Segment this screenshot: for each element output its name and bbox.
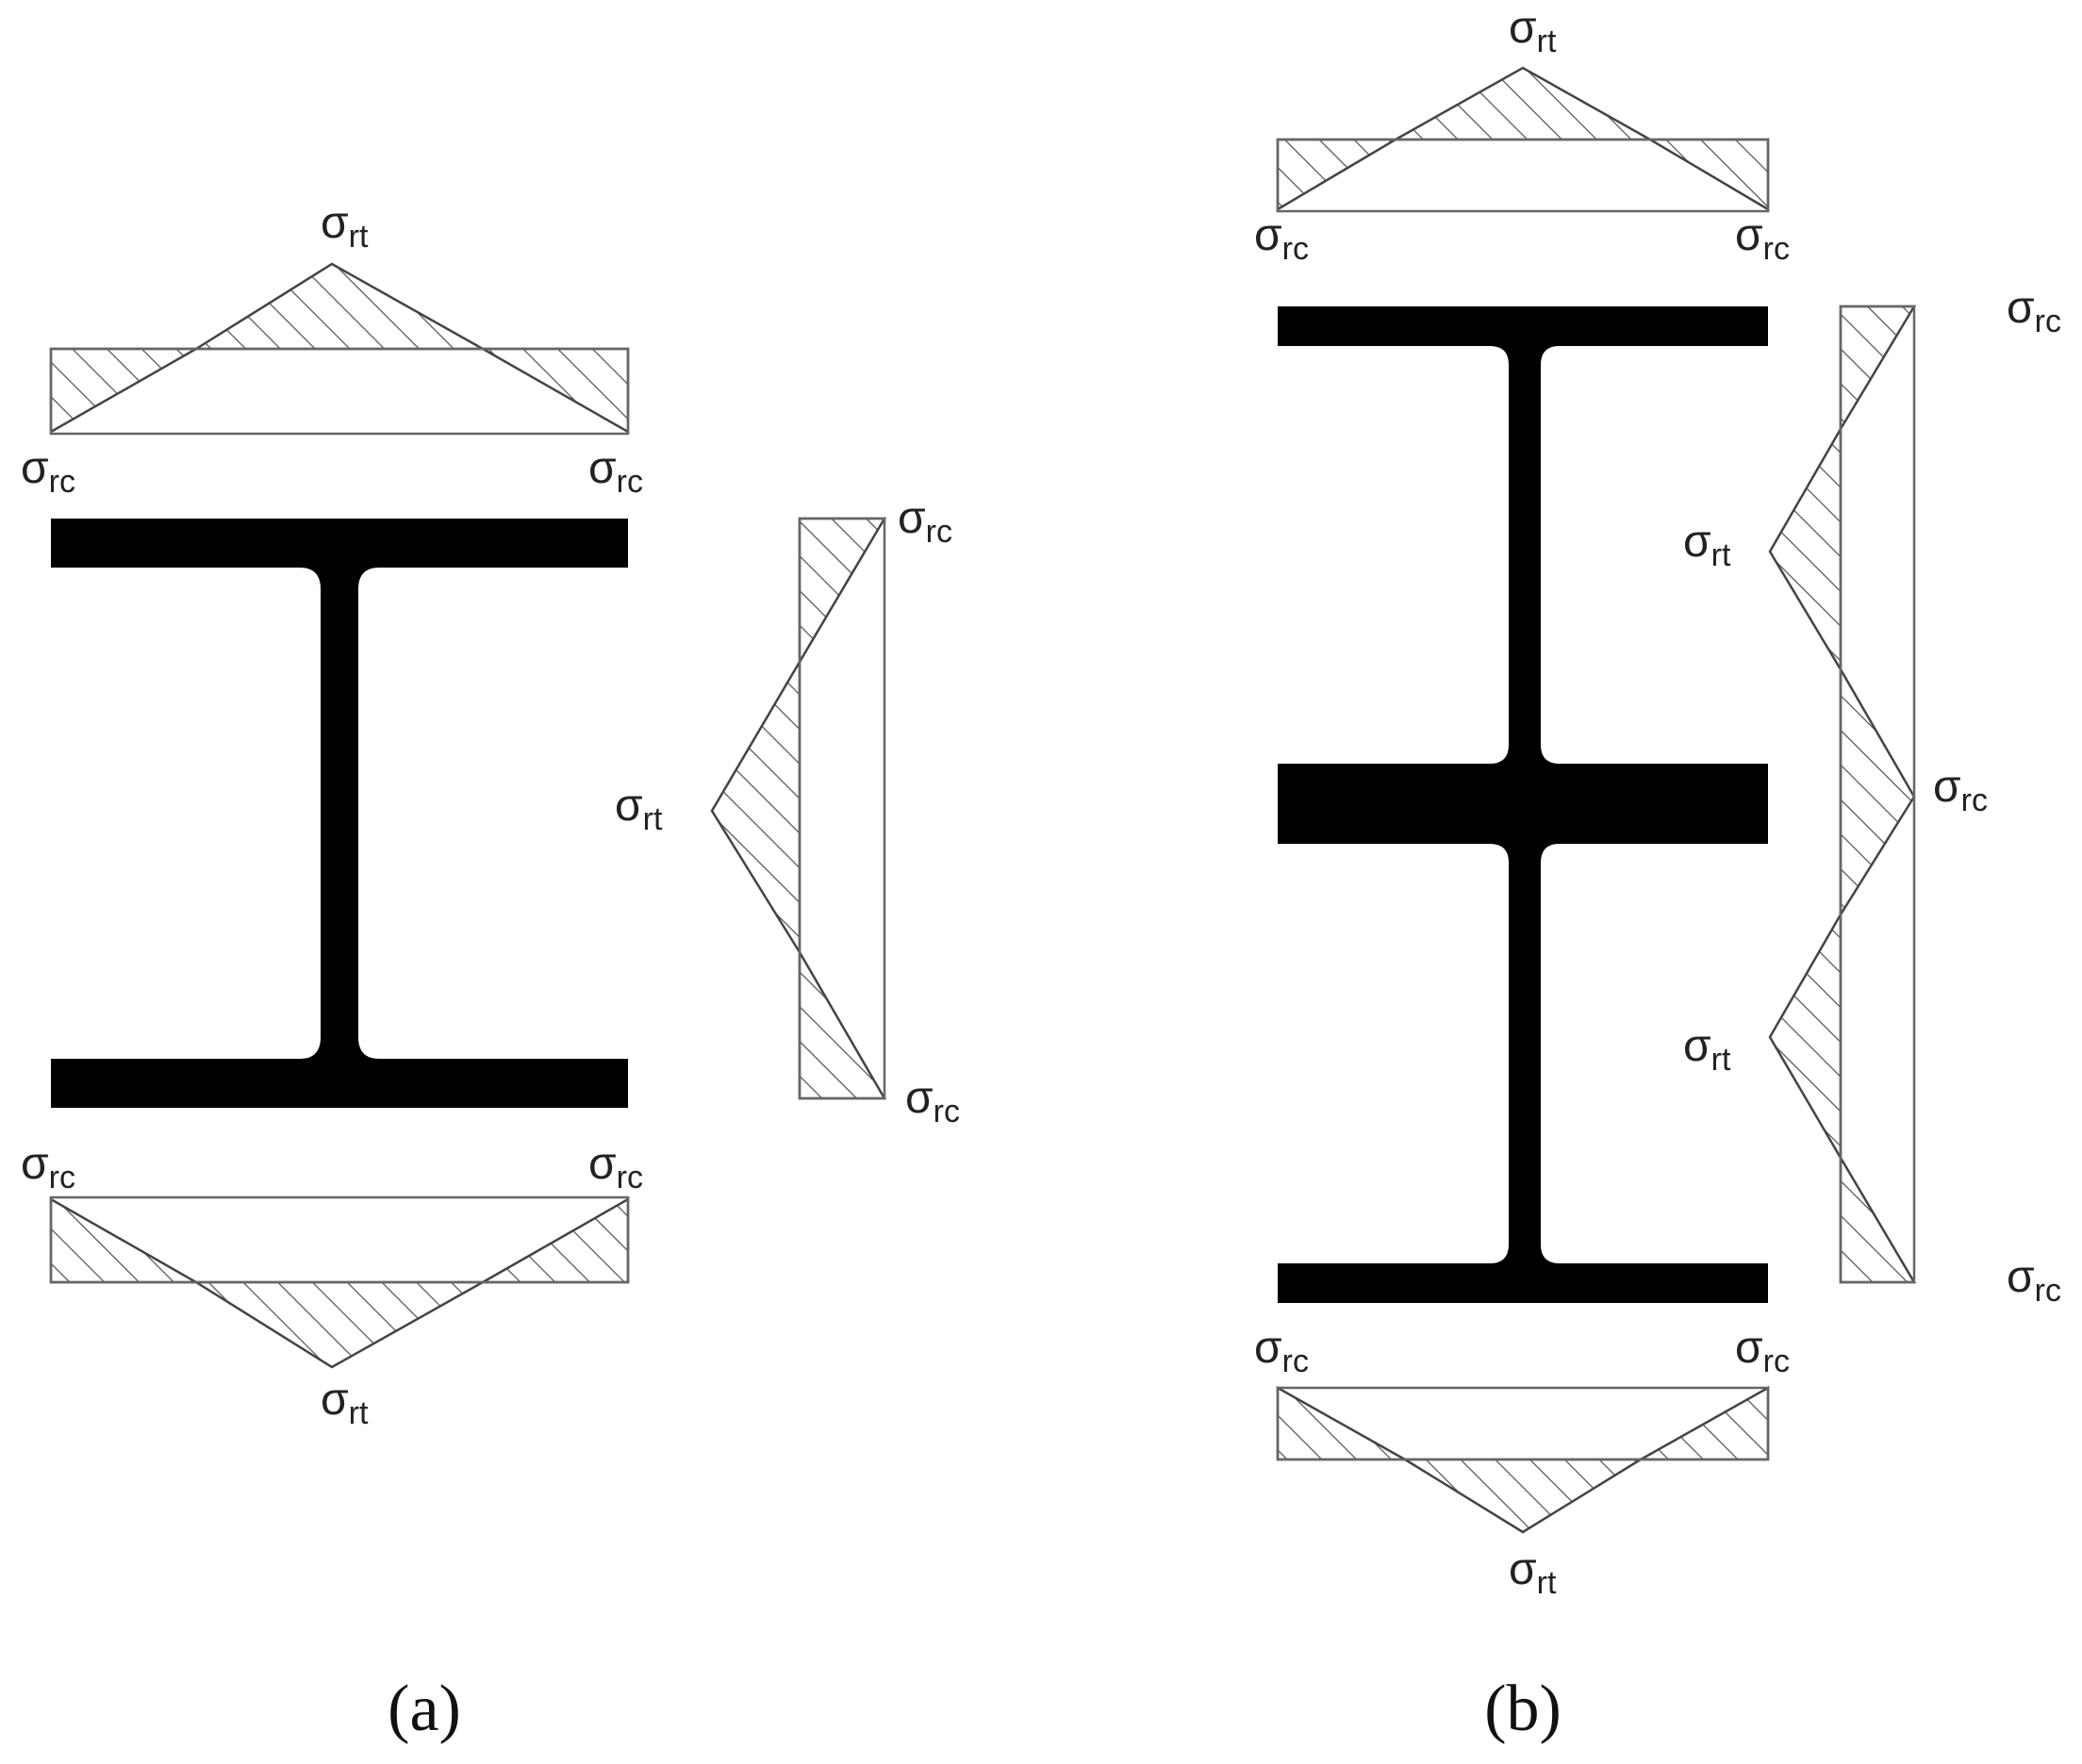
stress-diagram-top-flange-a	[49, 262, 630, 436]
baseline-top-a	[49, 347, 630, 436]
label-sigma-rc-web-3-b: σrc	[1933, 762, 1988, 818]
stress-area-top-b-left	[1276, 138, 1400, 212]
panel-a: σrt σrc σrc σrc σrt σrc σrc σrc σrt (a)	[21, 198, 960, 1745]
stress-diagram-web-b	[1768, 305, 1917, 1284]
stress-area-bottom-a-right	[478, 1196, 630, 1284]
stress-area-top-b-right	[1645, 138, 1770, 212]
i-section-a	[51, 519, 628, 1108]
panel-b: σrt σrc σrc σrc σrt σrc σrt σrc σrc σrc …	[1254, 3, 2061, 1745]
label-sigma-rt-top-b: σrt	[1509, 3, 1557, 59]
label-sigma-rc-web-bottom-a: σrc	[905, 1073, 960, 1129]
web-a	[321, 566, 358, 1061]
stress-area-top-a-right	[478, 347, 630, 435]
bottom-flange-a	[51, 1059, 628, 1108]
top-fillets-a	[300, 568, 379, 589]
label-sigma-rc-web-1-b: σrc	[2007, 283, 2061, 339]
stress-area-web-a-mid	[710, 657, 801, 957]
stress-area-bottom-b-mid	[1400, 1458, 1645, 1534]
stress-area-web-b-2	[1768, 424, 1842, 674]
stress-area-bottom-b-left	[1276, 1385, 1410, 1461]
label-sigma-rt-top-a: σrt	[321, 198, 369, 255]
middle-flange-b	[1278, 764, 1768, 844]
stress-area-web-b-3	[1839, 665, 1916, 919]
bottom-fillets-a	[300, 1037, 379, 1059]
baseline-bottom-a	[49, 1195, 630, 1284]
baseline-top-b	[1276, 138, 1770, 213]
panel-caption-a: (a)	[388, 1673, 461, 1745]
label-sigma-rc-bottom-left-b: σrc	[1254, 1323, 1309, 1379]
label-sigma-rt-bottom-a: σrt	[321, 1375, 369, 1431]
panel-caption-b: (b)	[1484, 1673, 1562, 1745]
stress-area-top-a	[49, 347, 201, 435]
bottom-flange-b	[1278, 1263, 1768, 1303]
label-sigma-rc-top-left-a: σrc	[21, 443, 75, 500]
label-sigma-rt-web-2-b: σrt	[1683, 517, 1731, 573]
baseline-web-a	[798, 517, 886, 1100]
label-sigma-rc-bottom-right-a: σrc	[588, 1139, 643, 1195]
stress-diagram-bottom-flange-b	[1276, 1385, 1770, 1534]
stress-area-web-a-bottom	[798, 948, 887, 1100]
stress-diagram-bottom-flange-a	[49, 1195, 630, 1369]
stress-labels-a: σrt σrc σrc σrc σrt σrc σrc σrc σrt	[21, 198, 960, 1431]
stress-area-web-b-4	[1768, 910, 1842, 1162]
stress-area-web-b-1	[1839, 305, 1917, 434]
label-sigma-rc-bottom-right-b: σrc	[1735, 1323, 1790, 1379]
top-flange-a	[51, 519, 628, 568]
stress-area-bottom-b-right	[1636, 1385, 1770, 1461]
lower-web-b	[1509, 842, 1541, 1265]
stress-area-bottom-a-mid	[191, 1280, 487, 1369]
i-section-b	[1278, 306, 1768, 1303]
stress-area-bottom-a-left	[49, 1196, 201, 1284]
upper-web-b	[1509, 344, 1541, 766]
stress-diagram-top-flange-b	[1276, 66, 1770, 213]
baseline-bottom-b	[1276, 1386, 1770, 1461]
label-sigma-rc-web-top-a: σrc	[898, 493, 952, 550]
baseline-web-b	[1839, 305, 1916, 1284]
label-sigma-rc-top-right-b: σrc	[1735, 210, 1790, 267]
top-flange-b	[1278, 306, 1768, 346]
stress-area-top-b-mid	[1391, 66, 1655, 141]
label-sigma-rc-top-right-a: σrc	[588, 443, 643, 500]
label-sigma-rt-bottom-b: σrt	[1509, 1544, 1557, 1601]
stress-diagram-web-a	[710, 517, 887, 1100]
stress-area-top-a-mid	[191, 262, 487, 351]
label-sigma-rt-web-4-b: σrt	[1683, 1021, 1731, 1078]
label-sigma-rc-web-5-b: σrc	[2007, 1252, 2061, 1309]
stress-area-web-a-top	[798, 517, 887, 667]
label-sigma-rc-top-left-b: σrc	[1254, 210, 1309, 267]
label-sigma-rc-bottom-left-a: σrc	[21, 1139, 75, 1195]
stress-area-web-b-5	[1839, 1153, 1917, 1284]
stress-labels-b: σrt σrc σrc σrc σrt σrc σrt σrc σrc σrc …	[1254, 3, 2061, 1601]
label-sigma-rt-web-a: σrt	[615, 781, 663, 837]
